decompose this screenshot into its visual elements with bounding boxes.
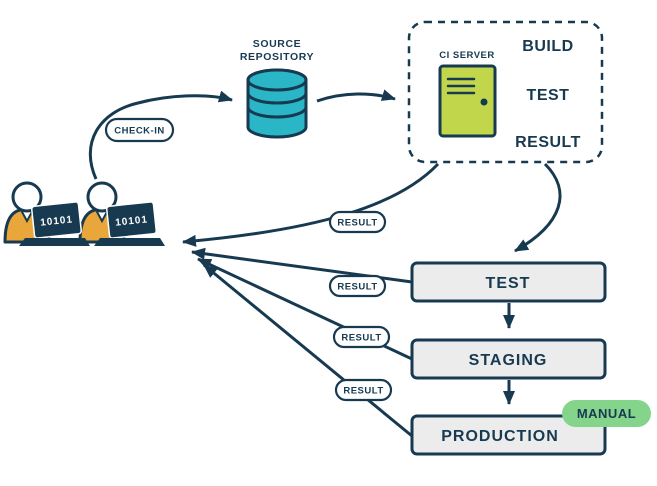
ci-step-test: TEST xyxy=(527,87,570,104)
database-cylinder-band-2 xyxy=(246,106,308,119)
source-repository: SOURCE REPOSITORY xyxy=(240,38,314,139)
check-in-pill-label: CHECK-IN xyxy=(114,126,164,137)
laptop-2: 10101 xyxy=(94,201,165,246)
flow-pills: CHECK-IN RESULT RESULT RESULT RESULT xyxy=(104,117,393,402)
developer-2-head xyxy=(86,181,118,213)
source-repository-label-line2: REPOSITORY xyxy=(240,51,314,63)
manual-badge-label: MANUAL xyxy=(577,406,636,421)
arrow-production-result-to-developers xyxy=(203,263,413,438)
laptop-1-screen-text: 10101 xyxy=(40,214,74,228)
test-stage-box xyxy=(410,261,607,303)
ci-step-build: BUILD xyxy=(522,38,573,55)
production-stage-label: PRODUCTION xyxy=(441,428,559,445)
database-cylinder-band-1 xyxy=(246,92,308,105)
result-pill-ci-label: RESULT xyxy=(337,218,377,229)
source-repository-label-line1: SOURCE xyxy=(253,38,302,50)
test-stage-label: TEST xyxy=(486,275,531,292)
stage-boxes: TEST STAGING PRODUCTION MANUAL xyxy=(410,261,651,456)
result-pill-production xyxy=(334,378,393,402)
arrow-checkin-to-repository xyxy=(88,90,233,180)
laptop-2-screen xyxy=(106,201,157,239)
server-icon xyxy=(438,64,497,138)
arrow-repository-to-ci xyxy=(316,89,396,103)
result-pill-test-label: RESULT xyxy=(337,282,377,293)
laptop-1-screen xyxy=(31,201,82,239)
developer-1-head xyxy=(11,181,43,213)
server-light-dot xyxy=(480,98,488,106)
database-cylinder-top xyxy=(246,68,308,92)
laptop-2-base xyxy=(94,238,165,246)
production-stage-box xyxy=(410,414,607,456)
laptop-2-screen-text: 10101 xyxy=(115,214,149,228)
check-in-pill xyxy=(104,117,175,143)
staging-stage-box xyxy=(410,338,607,380)
ci-server-label: CI SERVER xyxy=(439,50,495,61)
laptop-1: 10101 xyxy=(19,201,90,246)
result-pill-production-label: RESULT xyxy=(343,386,383,397)
result-pill-staging-label: RESULT xyxy=(341,333,381,344)
result-pill-test xyxy=(328,274,387,298)
ci-server-group: CI SERVER BUILD TEST RESULT xyxy=(407,20,604,164)
arrow-ci-result-to-developers xyxy=(182,162,440,247)
result-pill-ci xyxy=(328,210,387,234)
result-pill-staging xyxy=(332,325,391,349)
manual-badge xyxy=(562,400,651,427)
staging-stage-label: STAGING xyxy=(469,352,548,369)
arrow-ci-to-test-stage xyxy=(514,162,562,253)
laptop-1-base xyxy=(19,238,90,246)
developer-group: 10101 10101 xyxy=(3,181,165,246)
ci-step-result: RESULT xyxy=(515,134,581,151)
